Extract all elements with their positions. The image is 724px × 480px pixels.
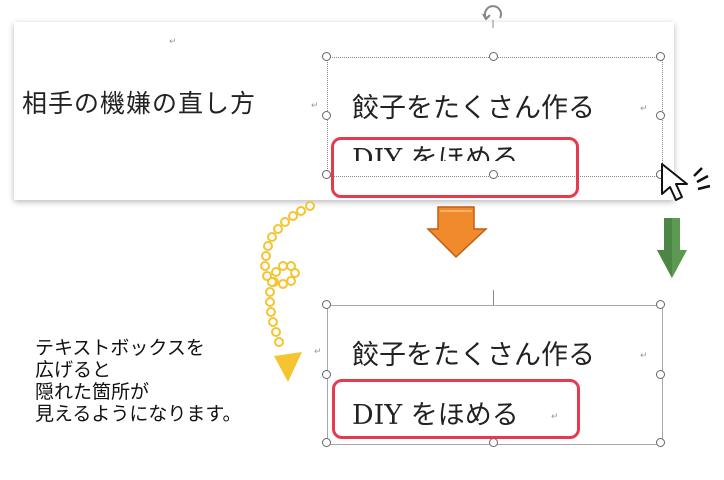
- textbox-line-2-clipped: DIY をほめる: [352, 144, 519, 161]
- paragraph-mark: ↵: [314, 347, 322, 357]
- resize-handle[interactable]: [656, 370, 665, 379]
- caption-line: 見えるようになります。: [35, 403, 242, 425]
- paragraph-mark: ↵: [169, 37, 177, 47]
- textbox-line-2: DIY をほめる: [352, 400, 519, 431]
- resize-handle[interactable]: [322, 170, 331, 179]
- resize-handle[interactable]: [322, 300, 331, 309]
- rotate-stem: [493, 290, 494, 305]
- resize-handle[interactable]: [322, 438, 331, 447]
- down-arrow-orange-icon: [426, 206, 488, 259]
- paragraph-mark: ↵: [640, 104, 648, 114]
- paragraph-mark: ↵: [640, 351, 648, 361]
- textbox-line-1: 餃子をたくさん作る: [352, 93, 595, 124]
- resize-handle[interactable]: [656, 52, 665, 61]
- caption-line: 隠れた箇所が: [35, 381, 150, 403]
- document-page-top: [14, 22, 674, 200]
- resize-handle[interactable]: [322, 52, 331, 61]
- down-arrow-green-icon: [657, 218, 687, 278]
- resize-handle[interactable]: [656, 438, 665, 447]
- resize-handle[interactable]: [322, 111, 331, 120]
- dotted-curve-arrow-icon: [260, 201, 315, 382]
- paragraph-mark: ↵: [551, 412, 559, 422]
- highlight-frame: [331, 137, 579, 198]
- resize-handle[interactable]: [656, 300, 665, 309]
- resize-handle[interactable]: [656, 111, 665, 120]
- rotate-handle-icon[interactable]: [480, 4, 508, 28]
- caption-line: テキストボックスを: [35, 337, 205, 359]
- highlight-frame: [332, 379, 580, 439]
- caption-text: テキストボックスを 広げると 隠れた箇所が 見えるようになります。: [35, 337, 242, 425]
- resize-handle[interactable]: [489, 438, 498, 447]
- resize-handle[interactable]: [489, 170, 498, 179]
- cursor-icon: [661, 163, 711, 201]
- paragraph-mark: ↵: [311, 101, 319, 111]
- resize-handle[interactable]: [322, 370, 331, 379]
- resize-handle[interactable]: [489, 52, 498, 61]
- document-text-line: 相手の機嫌の直し方: [22, 89, 257, 118]
- textbox-line-1: 餃子をたくさん作る: [352, 340, 595, 371]
- caption-line: 広げると: [35, 359, 112, 381]
